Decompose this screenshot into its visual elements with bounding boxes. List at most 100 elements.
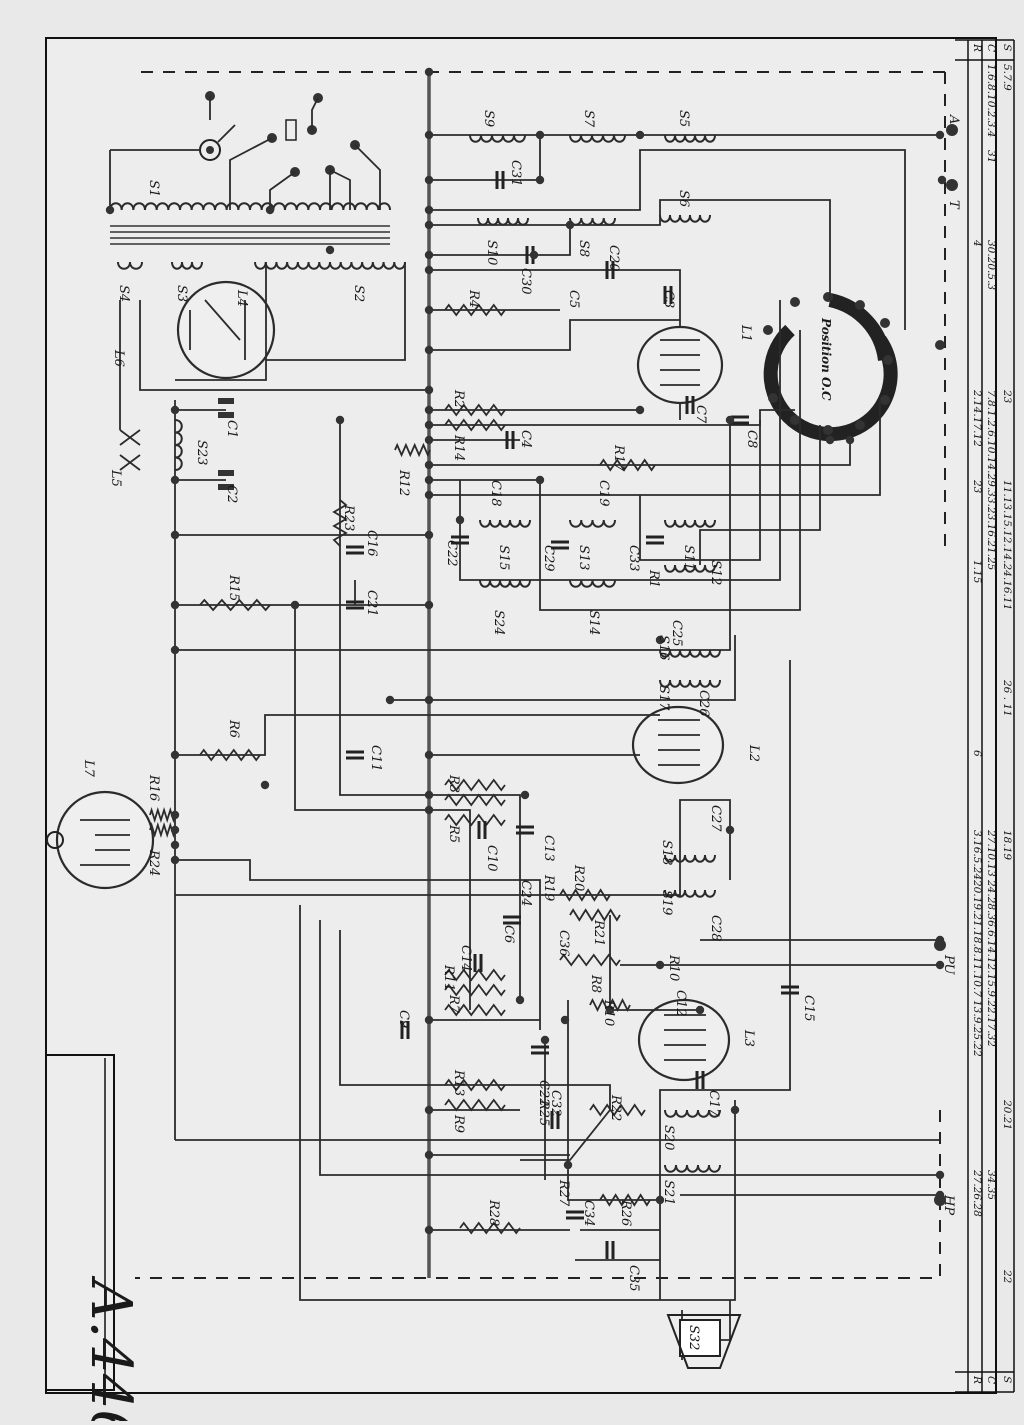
table-cell: 6 <box>971 750 983 757</box>
table-cell: 5.7.9 <box>1001 64 1013 91</box>
capacitor <box>695 1071 705 1089</box>
component-label: C28 <box>708 915 723 942</box>
component-label: C5 <box>566 290 581 308</box>
component-label: R10 <box>666 954 681 981</box>
terminal-post[interactable] <box>934 1194 946 1206</box>
table-cell: 2.14.17.12 <box>971 389 983 447</box>
table-cell: 31 <box>985 150 997 163</box>
component-label: R12 <box>396 469 411 496</box>
component-label: R22 <box>608 1094 623 1121</box>
junction-dot <box>170 840 180 850</box>
capacitor <box>551 540 569 550</box>
component-label: C11 <box>368 745 383 772</box>
capacitor <box>781 985 799 995</box>
junction-dot <box>170 530 180 540</box>
component-label: C9 <box>396 1010 411 1028</box>
tube-L3 <box>637 998 731 1082</box>
junction-dot <box>170 855 180 865</box>
table-cell: 23 <box>1001 389 1013 404</box>
component-label: R7 <box>446 994 461 1014</box>
tube-L2 <box>631 705 725 785</box>
component-label: R1 <box>646 569 661 588</box>
component-label: C22 <box>444 540 459 567</box>
junction-dot <box>535 475 545 485</box>
junction-dot <box>170 810 180 820</box>
component-label: A <box>946 114 961 124</box>
component-label: S17 <box>656 685 671 711</box>
junction-dot <box>845 435 855 445</box>
junction-dot <box>424 175 434 185</box>
resistor <box>459 1221 521 1235</box>
component-label: R2 <box>451 389 466 408</box>
component-label: C25 <box>669 620 684 647</box>
table-cell: 18.19 <box>1001 830 1013 860</box>
junction-dot <box>937 175 947 185</box>
terminal-post[interactable] <box>946 124 958 136</box>
resistor <box>199 748 261 762</box>
terminal-post[interactable] <box>934 939 946 951</box>
component-label: HP <box>941 1194 956 1215</box>
component-label: R26 <box>618 1199 633 1226</box>
junction-dot <box>655 635 665 645</box>
capacitor <box>503 915 521 925</box>
component-label: C21 <box>364 590 379 617</box>
component-label: S10 <box>484 240 499 265</box>
component-label: C18 <box>488 480 503 507</box>
capacitor <box>605 261 615 279</box>
junction-dot <box>560 1015 570 1025</box>
component-label: R23 <box>341 504 356 531</box>
junction-dot <box>265 205 275 215</box>
junction-dot <box>424 435 434 445</box>
table-cell: 27.10.13 <box>985 829 997 877</box>
component-label: R4 <box>466 289 481 308</box>
capacitor <box>605 1241 615 1259</box>
resistor <box>569 908 621 922</box>
component-label: C15 <box>801 995 816 1022</box>
component-label: R13 <box>451 1069 466 1096</box>
component-label: S4 <box>116 285 131 302</box>
component-label: C8 <box>744 430 759 448</box>
component-label: S19 <box>659 890 674 915</box>
component-label: C4 <box>518 430 533 448</box>
junction-dot <box>605 1005 615 1015</box>
capacitor <box>685 396 695 414</box>
component-label: S15 <box>496 545 511 570</box>
junction-dot <box>424 805 434 815</box>
capacitor <box>400 1021 410 1039</box>
capacitors <box>346 171 799 1259</box>
junction-dot <box>540 1035 550 1045</box>
dashed-boundary-bottom <box>135 1110 941 1279</box>
component-label: R27 <box>556 1179 571 1207</box>
junction-dot <box>635 130 645 140</box>
junction-dot <box>424 530 434 540</box>
component-label: S14 <box>586 610 601 635</box>
junction-dot <box>424 1150 434 1160</box>
junction-dot <box>325 245 335 255</box>
wiring <box>175 134 940 1360</box>
tube-L1 <box>636 310 724 420</box>
component-label: R17 <box>611 444 626 472</box>
resistor <box>444 793 506 807</box>
junction-dot <box>170 405 180 415</box>
component-label: C1 <box>224 420 239 438</box>
component-label: R24 <box>146 849 161 876</box>
junction-dot <box>424 265 434 275</box>
table-row-header: C <box>985 44 997 52</box>
power-transformer <box>109 202 406 270</box>
component-label: C16 <box>364 530 379 557</box>
junction-dot <box>424 220 434 230</box>
junction-dot <box>424 1225 434 1235</box>
resistor <box>444 1003 506 1017</box>
resistor <box>444 418 506 432</box>
terminal-post[interactable] <box>946 179 958 191</box>
junction-dot <box>424 405 434 415</box>
component-label: C29 <box>541 545 556 572</box>
capacitor <box>566 1210 584 1220</box>
junction-dot <box>655 1195 665 1205</box>
table-cell: 3.16.5.24 <box>971 830 983 880</box>
resistor <box>444 403 506 417</box>
resistor <box>199 598 271 612</box>
component-label: S12 <box>708 560 723 585</box>
junction-dot <box>424 305 434 315</box>
junction-dot <box>424 475 434 485</box>
